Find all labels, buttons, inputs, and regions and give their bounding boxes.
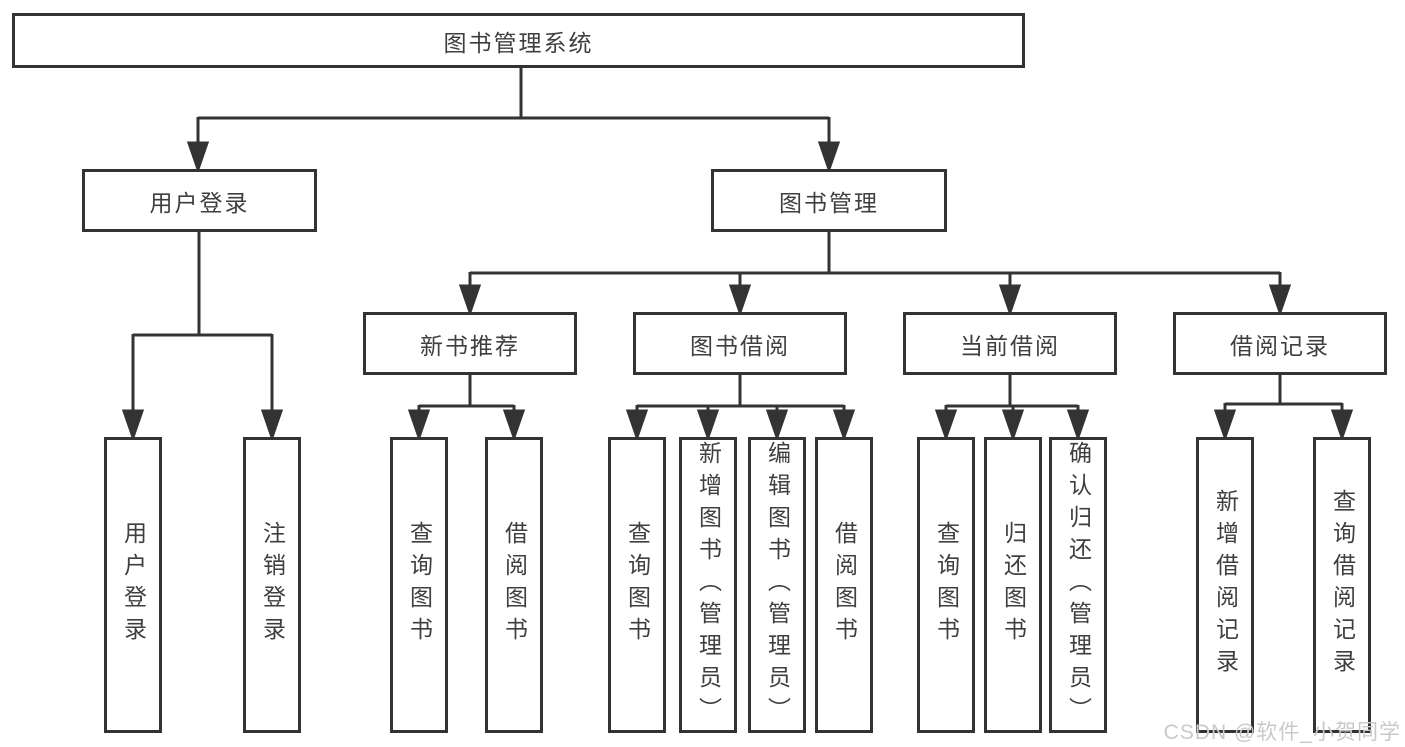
node-label: 编辑图书（管理员） [764,441,791,729]
node-current-borrowing: 当前借阅 [903,312,1117,375]
node-library-management-system: 图书管理系统 [12,13,1025,68]
node-label: 图书管理 [779,189,879,216]
node-user-login: 用户登录 [82,169,317,232]
node-label: 当前借阅 [960,332,1060,359]
leaf-query-borrow-record: 查询借阅记录 [1313,437,1371,733]
leaf-query-books-recommend: 查询图书 [390,437,448,733]
connector-borrowing-records-to-leaves [1213,375,1354,442]
node-label: 借阅图书 [501,521,528,649]
node-label: 查询图书 [624,521,651,649]
node-borrowing-records: 借阅记录 [1173,312,1387,375]
node-label: 注销登录 [259,521,286,649]
connector-current-borrowing-to-leaves [934,375,1090,442]
node-label: 归还图书 [1000,521,1027,649]
node-label: 借阅图书 [831,521,858,649]
node-label: 查询图书 [933,521,960,649]
leaf-add-book-admin: 新增图书（管理员） [679,437,737,733]
leaf-query-books-borrow: 查询图书 [608,437,666,733]
node-label: 借阅记录 [1230,332,1330,359]
node-label: 新增借阅记录 [1212,489,1239,681]
leaf-add-borrow-record: 新增借阅记录 [1196,437,1254,733]
csdn-watermark: CSDN @软件_小贺同学 [1163,721,1401,744]
leaf-borrow-books: 借阅图书 [815,437,873,733]
leaf-confirm-return-admin: 确认归还（管理员） [1049,437,1107,733]
leaf-logout: 注销登录 [243,437,301,733]
leaf-borrow-books-recommend: 借阅图书 [485,437,543,733]
connector-root-to-level2 [186,68,841,174]
leaf-user-login: 用户登录 [104,437,162,733]
node-book-management: 图书管理 [711,169,947,232]
leaf-return-books: 归还图书 [984,437,1042,733]
node-label: 查询借阅记录 [1329,489,1356,681]
node-label: 新书推荐 [420,332,520,359]
node-label: 图书管理系统 [443,29,594,56]
node-label: 用户登录 [149,189,250,216]
leaf-edit-book-admin: 编辑图书（管理员） [748,437,806,733]
node-label: 图书借阅 [690,332,790,359]
node-new-book-recommendation: 新书推荐 [363,312,577,375]
node-label: 查询图书 [406,521,433,649]
connector-user-login-to-leaves [121,232,284,442]
node-label: 新增图书（管理员） [695,441,722,729]
node-book-borrowing: 图书借阅 [633,312,847,375]
node-label: 确认归还（管理员） [1065,441,1092,729]
connector-book-management-to-level3 [458,232,1292,317]
leaf-query-books-current: 查询图书 [917,437,975,733]
connector-new-book-recommendation-to-leaves [407,375,526,442]
node-label: 用户登录 [120,521,147,649]
connector-book-borrowing-to-leaves [625,375,856,442]
